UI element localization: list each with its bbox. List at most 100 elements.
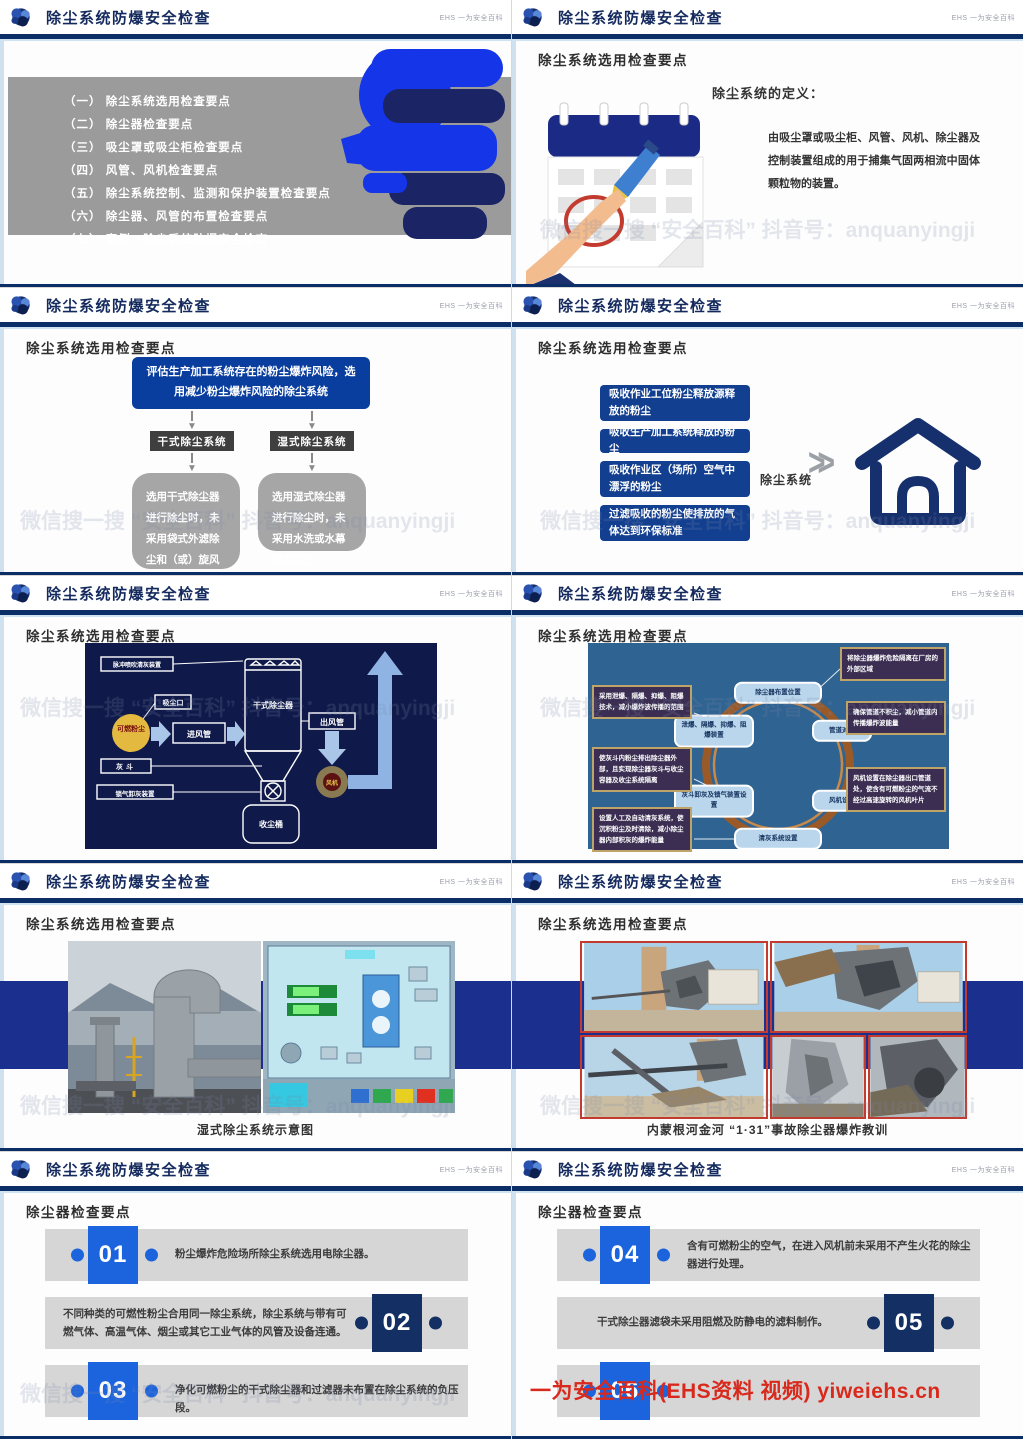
slide-8[interactable]: 除尘系统防爆安全检查 EHS 一为安全百科 除尘系统选用检查要点 [512,864,1023,1151]
layout-cycle-diagram: 除尘器布置位置 管道对策 风机设置 清灰系统设置 灰斗卸灰及锁气装置设置 泄爆、… [588,643,949,853]
slide-5[interactable]: 除尘系统防爆安全检查 EHS 一为安全百科 除尘系统选用检查要点 [0,576,511,863]
section-heading: 除尘系统选用检查要点 [538,629,688,644]
item-number: 02 [372,1294,422,1352]
section-heading: 除尘系统选用检查要点 [538,53,688,68]
section-heading: 除尘器检查要点 [538,1205,643,1220]
wet-scrubber-photo [68,941,261,1113]
header-accent-line [512,1191,1023,1193]
item-number: 03 [88,1362,138,1420]
label-dust-bucket: 收尘桶 [259,820,283,829]
header-accent-line [512,615,1023,617]
down-arrow-icon: ▼ [150,453,234,474]
left-accent-strip [512,41,516,284]
check-item-band: 03 净化可燃粉尘的干式除尘器和过滤器未布置在除尘系统的负压段。 [45,1362,468,1420]
function-box: 吸收生产加工系统释放的粉尘 [600,426,750,455]
check-item-band: 02 不同种类的可燃性粉尘合用同一除尘系统，除尘系统与带有可燃气体、高温气体、烟… [45,1294,468,1352]
header-bar [512,34,1023,39]
function-box: 吸收作业区（场所）空气中漂浮的粉尘 [600,461,750,497]
check-item-band: 01 粉尘爆炸危险场所除尘系统选用电除尘器。 [45,1226,468,1284]
puzzle-dot [71,1248,84,1262]
slide-title: 除尘系统防爆安全检查 [46,874,212,891]
down-arrow-icon: ▼ [150,411,234,432]
slide-6[interactable]: 除尘系统防爆安全检查 EHS 一为安全百科 除尘系统选用检查要点 [512,576,1023,863]
slide-7[interactable]: 除尘系统防爆安全检查 EHS 一为安全百科 除尘系统选用检查要点 [0,864,511,1151]
puzzle-dot [657,1248,670,1262]
photo-caption: 湿式除尘系统示意图 [196,1123,314,1137]
left-accent-strip [512,1193,516,1436]
puzzle-dot [355,1316,368,1330]
label-hopper: 灰斗 [116,764,136,771]
accident-photo [770,1035,866,1119]
brand-text: EHS 一为安全百科 [439,1167,503,1174]
item-number: 04 [600,1226,650,1284]
toc-item: （一） 除尘系统选用检查要点 [64,96,231,108]
dry-system-note: 选用干式除尘器进行除尘时，未采用袋式外滤除尘和（或）旋风除尘工艺 [132,473,240,569]
puzzle-dot [583,1384,596,1398]
slide-3[interactable]: 除尘系统防爆安全检查 EHS 一为安全百科 除尘系统选用检查要点 评估生产加工系… [0,288,511,575]
toc-item: （四） 风管、风机检查要点 [64,165,219,177]
slide-4[interactable]: 除尘系统防爆安全检查 EHS 一为安全百科 除尘系统选用检查要点 吸收作业工位粉… [512,288,1023,575]
slide-title: 除尘系统防爆安全检查 [46,1162,212,1179]
ink-splash-logo-icon [523,296,542,315]
left-accent-strip [0,617,4,860]
node-explosion-protection: 泄爆、隔爆、抑爆、阻爆装置 [674,714,754,748]
slide-body: 除尘器检查要点 01 粉尘爆炸危险场所除尘系统选用电除尘器。 02 不同种类的可… [0,1193,511,1436]
brand-text: EHS 一为安全百科 [951,591,1015,598]
section-heading: 除尘系统选用检查要点 [26,341,176,356]
item-number: 05 [884,1294,934,1352]
brand-text: EHS 一为安全百科 [439,591,503,598]
accident-photo [580,1035,768,1119]
section-heading: 除尘器检查要点 [26,1205,131,1220]
red-watermark: 一为安全百科(EHS资料 视频) yiweiehs.cn [530,1380,941,1403]
table-of-contents: （一） 除尘系统选用检查要点 （二） 除尘器检查要点 （三） 吸尘罩或吸尘柜检查… [64,91,331,252]
slide-body: 除尘系统选用检查要点 除尘系统的定义： 由吸尘罩或吸尘柜、风管、风机、除尘器及控… [512,41,1023,284]
puzzle-dot [867,1316,880,1330]
function-box: 吸收作业工位粉尘释放源释放的粉尘 [600,385,750,421]
section-heading: 除尘系统选用检查要点 [538,917,688,932]
label-inlet-duct: 进风管 [187,730,211,739]
ink-splash-logo-icon [11,584,30,603]
slide-body: 除尘系统选用检查要点 [512,905,1023,1148]
slide-title: 除尘系统防爆安全检查 [46,298,212,315]
slide-10[interactable]: 除尘系统防爆安全检查 EHS 一为安全百科 除尘器检查要点 04 含有可燃粉尘的… [512,1152,1023,1439]
puzzle-dot [71,1384,84,1398]
label-combustible-dust: 可燃粉尘 [117,726,145,733]
toc-item: （六） 除尘器、风管的布置检查要点 [64,211,269,223]
header-accent-line [512,903,1023,905]
label-pulse-cleaning: 脉冲喷吹清灰装置 [112,663,161,669]
accident-photo [770,941,967,1033]
brand-text: EHS 一为安全百科 [951,15,1015,22]
item-text: 净化可燃粉尘的干式除尘器和过滤器未布置在除尘系统的负压段。 [175,1384,459,1414]
dry-system-label: 干式除尘系统 [150,431,234,451]
ink-splash-logo-icon [523,584,542,603]
section-heading: 除尘系统选用检查要点 [26,629,176,644]
section-heading: 除尘系统选用检查要点 [538,341,688,356]
toc-item: （三） 吸尘罩或吸尘柜检查要点 [64,142,244,154]
slide-2[interactable]: 除尘系统防爆安全检查 EHS 一为安全百科 除尘系统选用检查要点 除尘系统的定义… [512,0,1023,287]
check-item-band: 05 干式除尘器滤袋未采用阻燃及防静电的滤料制作。 [557,1294,980,1352]
slide-9[interactable]: 除尘系统防爆安全检查 EHS 一为安全百科 除尘器检查要点 01 粉尘爆炸危险场… [0,1152,511,1439]
puzzle-dot [941,1316,954,1330]
header-accent-line [0,327,511,329]
brand-text: EHS 一为安全百科 [951,879,1015,886]
ink-splash-logo-icon [523,1160,542,1179]
wet-system-note: 选用湿式除尘器进行除尘时，未采用水洗或水幕除尘工艺 [258,473,366,566]
item-number: 06 [600,1362,650,1420]
accident-photo [868,1035,967,1119]
puzzle-dot [145,1248,158,1262]
callout-protection-tech: 采用泄爆、隔爆、抑爆、阻爆技术，减小爆炸波传播的范围 [592,685,692,720]
slide-header: 除尘系统防爆安全检查 EHS 一为安全百科 [512,0,1023,41]
brand-text: EHS 一为安全百科 [439,15,503,22]
diagram-shapes [96,651,403,844]
brand-text: EHS 一为安全百科 [439,303,503,310]
risk-assessment-box: 评估生产加工系统存在的粉尘爆炸风险，选用减少粉尘爆炸风险的除尘系统 [132,357,370,409]
slide-body: 除尘系统选用检查要点 [0,905,511,1148]
item-text: 干式除尘器滤袋未采用阻燃及防静电的滤料制作。 [597,1316,828,1328]
ink-splash-logo-icon [11,1160,30,1179]
house-icon [855,418,981,525]
puzzle-dot [145,1384,158,1398]
definition-title: 除尘系统的定义： [712,86,825,101]
slide-header: 除尘系统防爆安全检查 EHS 一为安全百科 [512,576,1023,617]
slide-1[interactable]: 除尘系统防爆安全检查 EHS 一为安全百科 （一） 除尘系统选用检查要点 （二）… [0,0,511,287]
callout-cleaning: 设置人工及自动清灰系统，使沉积粉尘及时清除，减小除尘器内部积灰的爆炸能量 [592,807,692,853]
